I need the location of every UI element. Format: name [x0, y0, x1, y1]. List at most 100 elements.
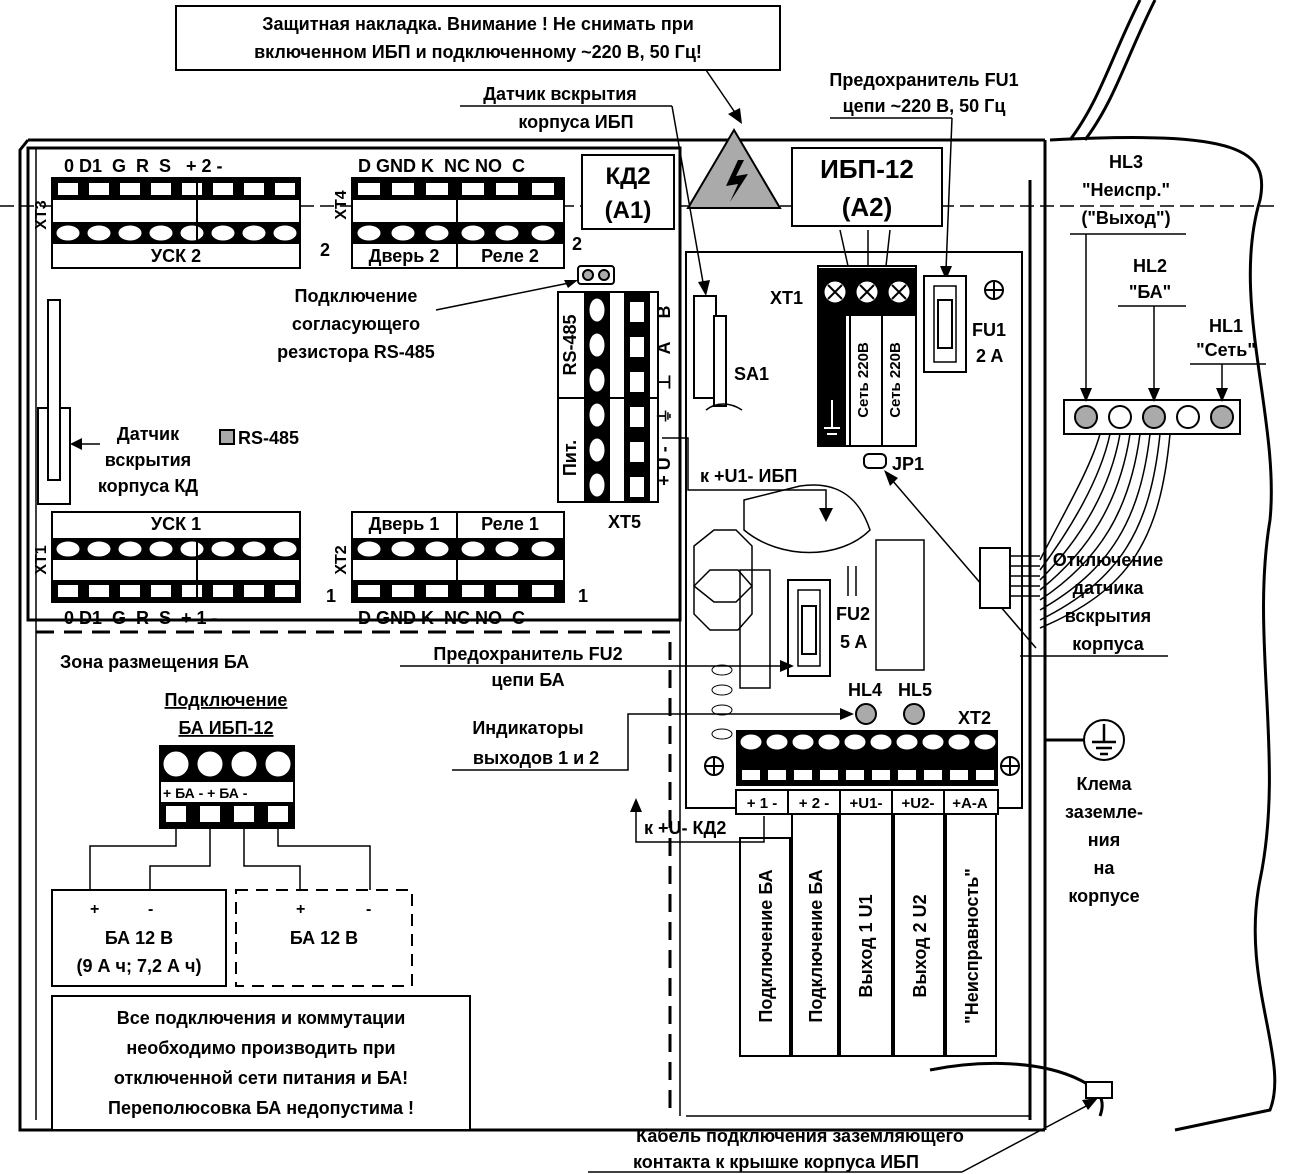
hl2-arrow	[1118, 305, 1186, 392]
indicators-arrow	[452, 713, 846, 771]
xt2-kd-index-b: 1	[578, 586, 588, 606]
hl4-label: HL4	[848, 680, 882, 700]
ups-xt2-label: XT2	[958, 708, 991, 728]
output-cables	[739, 813, 997, 1057]
fu2-rating: 5 A	[840, 632, 867, 652]
ground-l3: ния	[1088, 830, 1120, 850]
warning-box	[51, 995, 471, 1131]
fu1-label: FU1	[972, 320, 1006, 340]
ups-mount-screw-right	[1000, 756, 1020, 776]
ba-conn-l1: Подключение	[165, 690, 288, 710]
xt5-earth: ⏚	[656, 408, 674, 424]
net-220-2: Сеть 220В	[887, 342, 904, 418]
output-5: "Неисправность"	[962, 868, 982, 1024]
indicators-l2: выходов 1 и 2	[473, 748, 599, 768]
ba1-plus: +	[90, 901, 99, 918]
hl2-l1: HL2	[1133, 256, 1167, 276]
indicators-l1: Индикаторы	[472, 718, 583, 738]
cable-l2: контакта к крышке корпуса ИБП	[633, 1152, 919, 1172]
xt4-pins: D GND K NC NO C	[358, 156, 525, 176]
protect-cover-arrow	[705, 69, 737, 115]
jp1-arrow	[891, 479, 1037, 649]
xt3-index: 2	[320, 240, 330, 260]
output-1: Подключение БА	[756, 869, 776, 1022]
hl3-l1: HL3	[1109, 152, 1143, 172]
pcb-components	[693, 484, 925, 740]
xt5-pit: Пит.	[560, 440, 580, 476]
ground-l5: корпусе	[1068, 886, 1139, 906]
kd2-code: (А1)	[605, 197, 652, 224]
ground-l1: Клема	[1076, 774, 1132, 794]
output-3: Выход 1 U1	[856, 894, 876, 997]
xt1-label: XT1	[33, 545, 50, 574]
xt4-index: 2	[572, 234, 582, 254]
termination-jumper[interactable]	[577, 265, 615, 285]
xt5-gnd: ⊥	[654, 374, 674, 390]
tamper-off-l4: корпуса	[1072, 634, 1144, 654]
screw-icon	[984, 280, 1004, 300]
ba-wires	[89, 828, 371, 890]
fu1-rating: 2 A	[976, 346, 1003, 366]
kd2-title: КД2	[605, 163, 650, 190]
to-u-kd2-line	[635, 808, 765, 843]
ground-cable	[929, 1061, 1104, 1117]
to-u1-ups-line	[662, 437, 827, 510]
fu2-fuse[interactable]	[787, 579, 831, 677]
ups-cover-edge	[1028, 140, 1047, 1130]
fu1-title-l1: Предохранитель FU1	[829, 70, 1018, 90]
hl2-l2: "БА"	[1129, 282, 1171, 302]
xt3-terminal	[51, 177, 301, 269]
warning-l4: Переполюсовка БА недопустима !	[108, 1098, 414, 1118]
ground-l2: заземле-	[1065, 802, 1143, 822]
ba-connector-pins: + БА - + БА -	[163, 785, 248, 801]
ba1-capacity: (9 А ч; 7,2 А ч)	[77, 956, 202, 976]
sa1-switch	[693, 295, 743, 411]
hl5-led	[903, 703, 925, 725]
ba-zone-label: Зона размещения БА	[60, 652, 249, 672]
ground-lug	[1085, 1081, 1113, 1099]
xt2-kd-index-a: 1	[326, 586, 336, 606]
tamper-ups-l1: Датчик вскрытия	[483, 84, 637, 104]
hl3-l2: "Неиспр."	[1082, 180, 1170, 200]
jp1-jumper[interactable]	[863, 453, 887, 469]
mains-cable	[1068, 0, 1157, 141]
output-4: Выход 2 U2	[910, 894, 930, 997]
ground-l4: на	[1094, 858, 1116, 878]
ba-conn-l2: БА ИБП-12	[178, 718, 273, 738]
protective-cover-symbol	[686, 128, 782, 209]
term-resistor-l2: согласующего	[292, 314, 420, 334]
fu2-label: FU2	[836, 604, 870, 624]
hl5-label: HL5	[898, 680, 932, 700]
ba-zone-border	[36, 630, 672, 1116]
xt1-name: УСК 1	[151, 514, 201, 534]
jp1-label: JP1	[892, 454, 924, 474]
xt4-door: Дверь 2	[369, 246, 440, 266]
xt5-label: XT5	[608, 512, 641, 532]
warning-l3: отключенной сети питания и БА!	[114, 1068, 408, 1088]
fu2-title-l1: Предохранитель FU2	[433, 644, 622, 664]
xt4-relay: Реле 2	[481, 246, 539, 266]
protect-cover-l1: Защитная накладка. Внимание ! Не снимать…	[262, 14, 694, 34]
hl1-l1: HL1	[1209, 316, 1243, 336]
tamper-kd-l1: Датчик	[117, 424, 180, 444]
kd2-label-box	[581, 154, 675, 230]
ups-mount-screw-left	[704, 756, 724, 776]
xt5-rs485: RS-485	[560, 314, 580, 375]
to-u-kd2: к +U- КД2	[644, 818, 726, 838]
ba2-box	[235, 889, 413, 987]
ups-label-box	[791, 147, 943, 227]
xt3-name: УСК 2	[151, 246, 201, 266]
output-2: Подключение БА	[806, 869, 826, 1022]
ba1-title: БА 12 В	[105, 928, 173, 948]
ups-xt2-pin-4: +U2-	[902, 795, 935, 812]
xt5-b: B	[654, 306, 674, 319]
xt2-kd-terminal	[351, 511, 565, 603]
ba2-title: БА 12 В	[290, 928, 358, 948]
term-resistor-l1: Подключение	[295, 286, 418, 306]
ba-connector	[159, 745, 295, 829]
tamper-kd-l3: корпуса КД	[98, 476, 198, 496]
to-u1-ups: к +U1- ИБП	[700, 466, 797, 486]
xt5-u: + U -	[654, 446, 674, 486]
fu1-fuse[interactable]	[923, 275, 967, 373]
ups-board-outline	[679, 148, 1030, 1117]
